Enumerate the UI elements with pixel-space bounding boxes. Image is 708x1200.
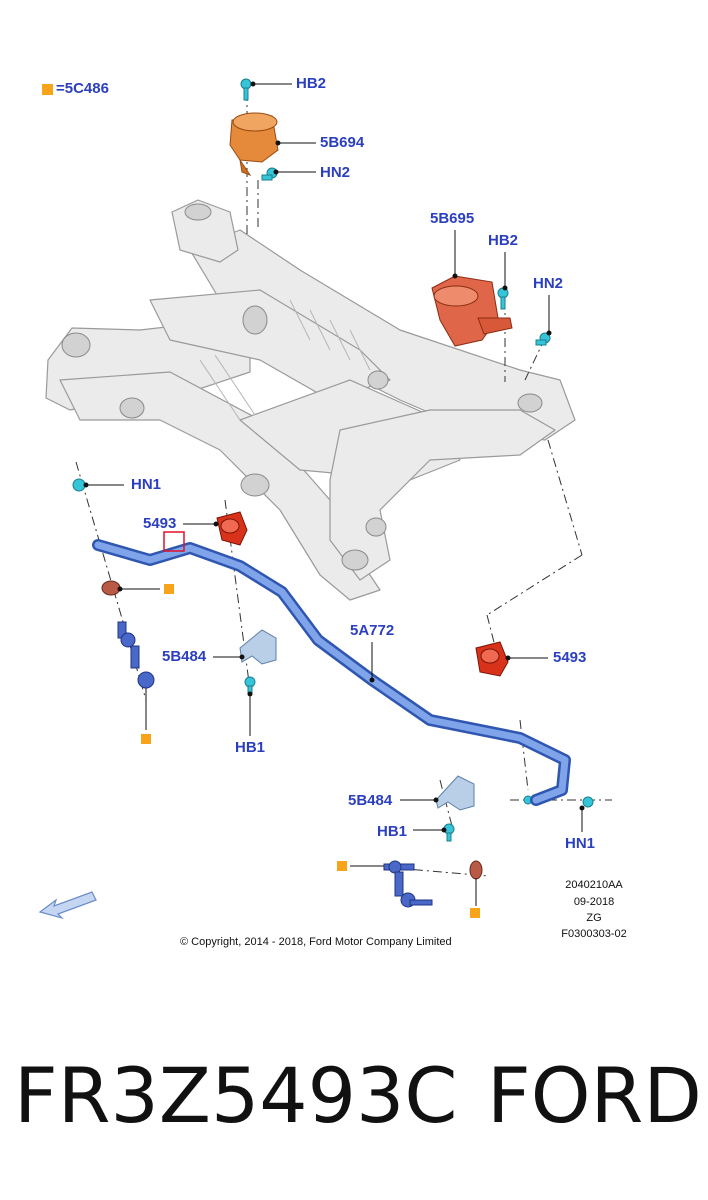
callout-5b694: 5B694 (320, 134, 365, 151)
bushings (101, 511, 509, 880)
callout-5493-left: 5493 (143, 515, 177, 532)
drawing-code: ZG (586, 912, 602, 924)
end-links (117, 621, 433, 908)
copyright-notice: © Copyright, 2014 - 2018, Ford Motor Com… (180, 936, 452, 948)
subframe-holes (61, 203, 543, 571)
parts-diagram: =5C486 HB2 5B694 HN2 5B695 HB2 HN2 HN1 5… (38, 75, 627, 948)
brand-name: FORD (487, 1051, 702, 1140)
mount-5b695 (431, 275, 513, 347)
callout-hb2-right: HB2 (488, 232, 519, 249)
diagram-svg (38, 78, 612, 920)
fasteners (72, 78, 594, 842)
callout-hb1-right: HB1 (377, 823, 408, 840)
legend-label: =5C486 (56, 80, 109, 97)
callout-hn2-right: HN2 (533, 275, 564, 292)
callout-hn2-top: HN2 (320, 164, 351, 181)
callout-5b484-left: 5B484 (162, 648, 207, 665)
rear-subframe (45, 199, 576, 601)
5c486-markers (141, 584, 480, 918)
callout-5b695: 5B695 (430, 210, 475, 227)
direction-arrow-icon (38, 891, 97, 920)
subframe-ribs (199, 299, 371, 421)
brackets-5b484 (239, 629, 475, 811)
legend-symbol (42, 84, 53, 95)
callout-hb1-left: HB1 (235, 739, 266, 756)
drawing-date: 09-2018 (573, 896, 615, 908)
drawing-ref: F0300303-02 (561, 928, 627, 940)
drawing-id: 2040210AA (565, 879, 623, 891)
callout-5b484-right: 5B484 (348, 792, 393, 809)
mount-5b694 (229, 112, 279, 177)
callout-5a772: 5A772 (350, 622, 395, 639)
callout-hb2-top: HB2 (296, 75, 327, 92)
callout-leaders (83, 81, 585, 906)
callout-hn1-right: HN1 (565, 835, 596, 852)
callout-5493-right: 5493 (553, 649, 587, 666)
highlight-box (163, 531, 185, 552)
callout-hn1-left: HN1 (131, 476, 162, 493)
part-number: FR3Z5493C (14, 1051, 458, 1140)
